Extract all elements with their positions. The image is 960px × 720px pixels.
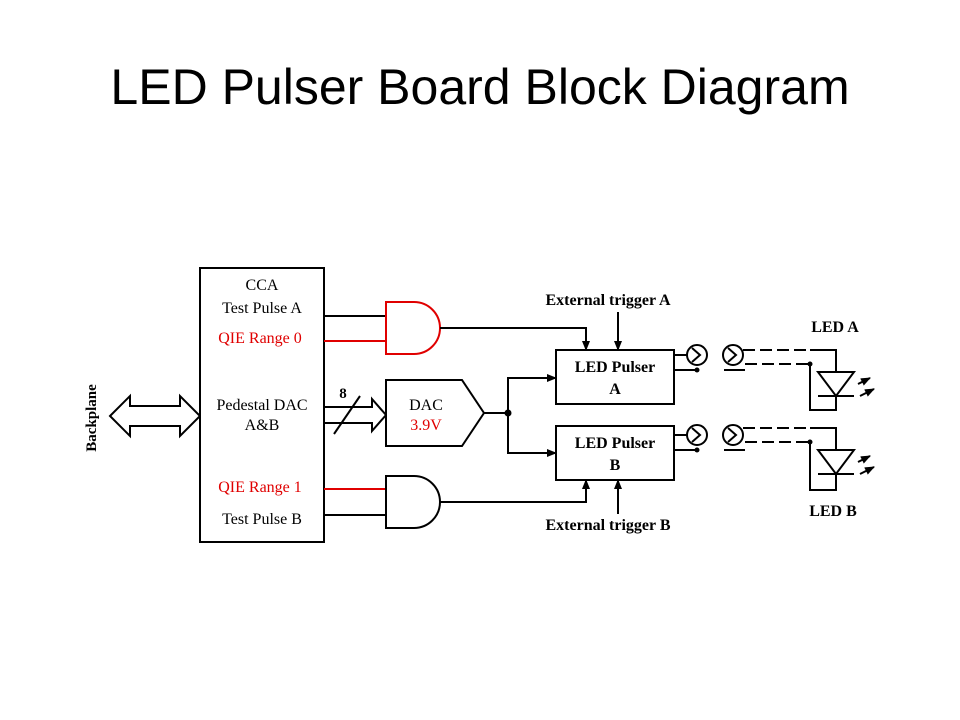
and-gate-b (385, 475, 441, 529)
external-trigger-b-label: External trigger B (545, 517, 670, 534)
test-pulse-b-label: Test Pulse B (222, 511, 302, 528)
backplane-label: Backplane (84, 384, 100, 452)
cca-title: CCA (246, 277, 279, 294)
wire-and-a-to-pulser-a (440, 327, 590, 351)
dac-voltage-label: 3.9V (410, 417, 442, 434)
led-a-emission-2 (859, 388, 875, 397)
and-gate-a (385, 301, 441, 355)
led-a-wire-bottom (809, 364, 837, 411)
wire-dac-to-pulser-a (507, 374, 557, 413)
connector-a-lead-dot (694, 367, 700, 373)
dac-label: DAC (409, 397, 443, 414)
led-pulser-a-line1: LED Pulser (575, 359, 655, 376)
connector-b-cable-chevron (727, 427, 738, 443)
led-pulser-a-line2: A (609, 381, 621, 398)
led-b-emission-2 (859, 466, 875, 475)
led-pulser-b-block (555, 425, 675, 481)
dac-block (385, 379, 486, 447)
led-pulser-b-line2: B (610, 457, 621, 474)
connector-a-cable-chevron (727, 347, 738, 363)
connector-b-cable-side (722, 424, 744, 446)
led-a-label: LED A (811, 319, 859, 336)
cca-block (199, 267, 325, 543)
connector-a-chevron (691, 347, 702, 363)
test-pulse-a-label: Test Pulse A (222, 300, 302, 317)
led-b-diode-icon (816, 449, 856, 476)
led-pulser-b-line1: LED Pulser (575, 435, 655, 452)
led-a-wire-top (810, 349, 837, 372)
connector-a-pulser-side (686, 344, 708, 366)
bus-width-slash (333, 395, 361, 435)
wire-and-b-to-pulser-b (440, 479, 590, 503)
connector-a-cable-side (722, 344, 744, 366)
qie-range-0-label: QIE Range 0 (218, 330, 302, 347)
pedestal-dac-bus-arrow (323, 396, 388, 434)
led-pulser-a-block (555, 349, 675, 405)
wire-dac-to-pulser-b (507, 413, 557, 457)
pedestal-dac-ab-label: A&B (245, 417, 280, 434)
backplane-bidirectional-arrow (108, 393, 202, 439)
qie-range-1-label: QIE Range 1 (218, 479, 302, 496)
external-trigger-a-label: External trigger A (545, 292, 670, 309)
connector-b-pulser-side (686, 424, 708, 446)
led-a-diode-icon (816, 371, 856, 398)
connector-b-lead-dot (694, 447, 700, 453)
pedestal-dac-label: Pedestal DAC (216, 397, 307, 414)
led-b-label: LED B (809, 503, 857, 520)
slide-title: LED Pulser Board Block Diagram (110, 59, 850, 115)
led-b-emission-1 (857, 455, 871, 464)
led-b-wire-top (810, 427, 837, 450)
led-a-emission-1 (857, 377, 871, 386)
connector-b-chevron (691, 427, 702, 443)
led-b-wire-bottom (809, 442, 837, 491)
bus-width-label: 8 (339, 386, 347, 402)
